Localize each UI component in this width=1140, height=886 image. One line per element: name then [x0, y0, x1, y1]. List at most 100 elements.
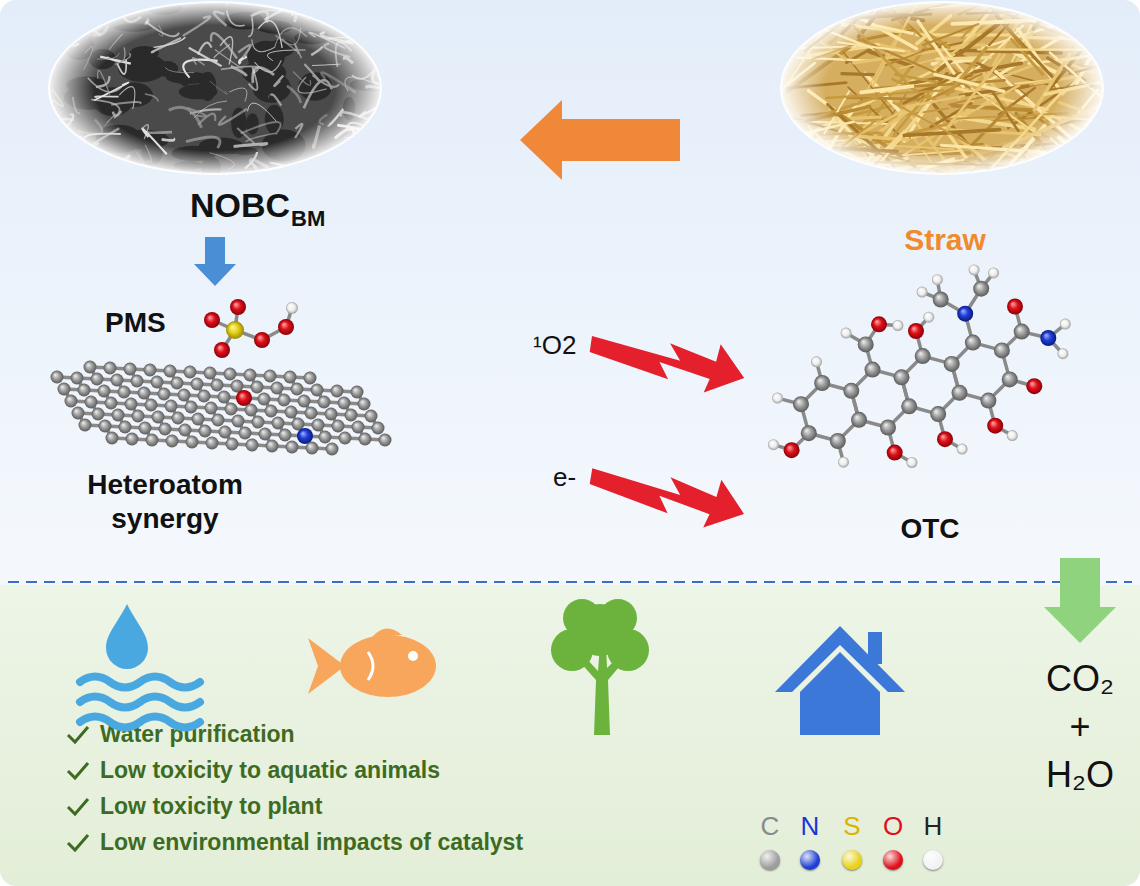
sem-fiber	[342, 23, 363, 42]
sem-fiber	[165, 68, 194, 73]
straw-stem	[788, 47, 850, 92]
sem-fiber	[265, 6, 297, 20]
straw-stem	[1096, 24, 1134, 25]
atom-ball	[124, 363, 137, 376]
atom-ball	[944, 356, 960, 372]
straw-stem	[820, 133, 881, 135]
atom-bond	[318, 425, 325, 437]
straw-stem	[942, 47, 965, 75]
sem-fiber	[145, 145, 151, 162]
sem-fiber	[294, 5, 304, 10]
straw-stem	[932, 60, 972, 64]
atom-ball	[933, 292, 949, 308]
atom-bond	[1002, 350, 1010, 379]
straw-stem	[897, 174, 949, 231]
sem-fiber	[251, 11, 268, 22]
straw-stem	[879, 74, 982, 124]
atom-bond	[170, 371, 190, 372]
sem-fiber	[61, 137, 75, 149]
straw-stem	[933, 55, 1004, 146]
atom-ball	[165, 400, 178, 413]
straw-stem	[1091, 118, 1140, 131]
sem-fiber	[64, 114, 74, 131]
atom-bond	[77, 378, 97, 379]
straw-stem	[1029, 179, 1101, 241]
sem-pore	[207, 144, 247, 155]
sem-fiber	[60, 137, 82, 155]
straw-stem	[921, 144, 982, 149]
atom-bond	[112, 438, 132, 439]
straw-stem	[1018, 29, 1062, 93]
sem-pore	[93, 87, 132, 116]
sem-fiber	[95, 96, 119, 99]
straw-stem	[840, 123, 952, 151]
sem-fiber	[73, 97, 80, 113]
generated-art	[30, 0, 1140, 468]
sem-fiber	[348, 129, 364, 135]
atom-ball	[139, 422, 152, 435]
sem-fiber	[159, 25, 163, 36]
atom-bond	[851, 370, 872, 391]
straw-stem	[821, 136, 910, 142]
sem-fiber	[271, 163, 305, 170]
atom-ball	[236, 390, 252, 406]
atom-ball	[232, 415, 245, 428]
atom-bond	[304, 401, 324, 402]
straw-stem	[950, 0, 1016, 3]
straw-stem	[875, 160, 965, 173]
atom-bond	[225, 432, 245, 433]
straw-stem	[1078, 27, 1140, 30]
straw-stem	[889, 6, 948, 61]
atom-bond	[144, 393, 151, 405]
straw-stem	[1023, 37, 1106, 39]
straw-stem	[962, 0, 1034, 38]
atom-bond	[278, 423, 285, 435]
straw-stem	[1077, 20, 1110, 83]
atom-ball	[306, 442, 319, 455]
atom-ball	[930, 406, 946, 422]
straw-stem	[893, 103, 968, 144]
atom-ball	[932, 274, 943, 285]
straw-stem	[990, 88, 1019, 131]
atom-ball	[358, 398, 371, 411]
straw-stem	[837, 123, 870, 154]
atom-ball	[219, 426, 232, 439]
sem-pore	[225, 12, 265, 30]
atom-ball	[206, 437, 219, 450]
atom-bond	[278, 423, 298, 424]
atom-bond	[71, 401, 91, 402]
atom-bond	[57, 377, 77, 378]
straw-stem	[858, 99, 925, 148]
sem-fiber	[290, 3, 296, 22]
water-icon	[80, 604, 200, 728]
straw-stem	[941, 145, 1045, 152]
atom-bond	[130, 369, 150, 370]
atom-ball	[957, 306, 973, 322]
straw-stem	[1025, 154, 1112, 162]
straw-stem	[970, 0, 1036, 1]
straw-stem	[904, 88, 939, 142]
straw-stem	[1071, 56, 1110, 68]
sem-fiber	[249, 161, 263, 177]
atom-bond	[157, 382, 164, 394]
atom-ball	[325, 408, 338, 421]
straw-stem	[1048, 58, 1085, 80]
atom-bond	[995, 426, 1012, 436]
atom-ball	[838, 457, 849, 468]
straw-stem	[802, 112, 846, 115]
straw-stem	[851, 91, 954, 115]
block-arrow	[520, 100, 680, 180]
atom-ball	[969, 264, 980, 275]
sem-pore	[179, 84, 218, 99]
sem-fiber	[335, 129, 354, 142]
sem-fiber	[275, 35, 299, 53]
atom-bond	[1015, 307, 1022, 332]
sem-fiber	[143, 125, 149, 139]
sem-pore	[142, 138, 163, 165]
atom-bond	[909, 406, 938, 414]
atom-bond	[945, 439, 962, 449]
sem-pore	[64, 85, 115, 110]
straw-stem	[1006, 19, 1113, 23]
sem-fiber	[313, 125, 319, 147]
straw-stem	[835, 23, 900, 31]
